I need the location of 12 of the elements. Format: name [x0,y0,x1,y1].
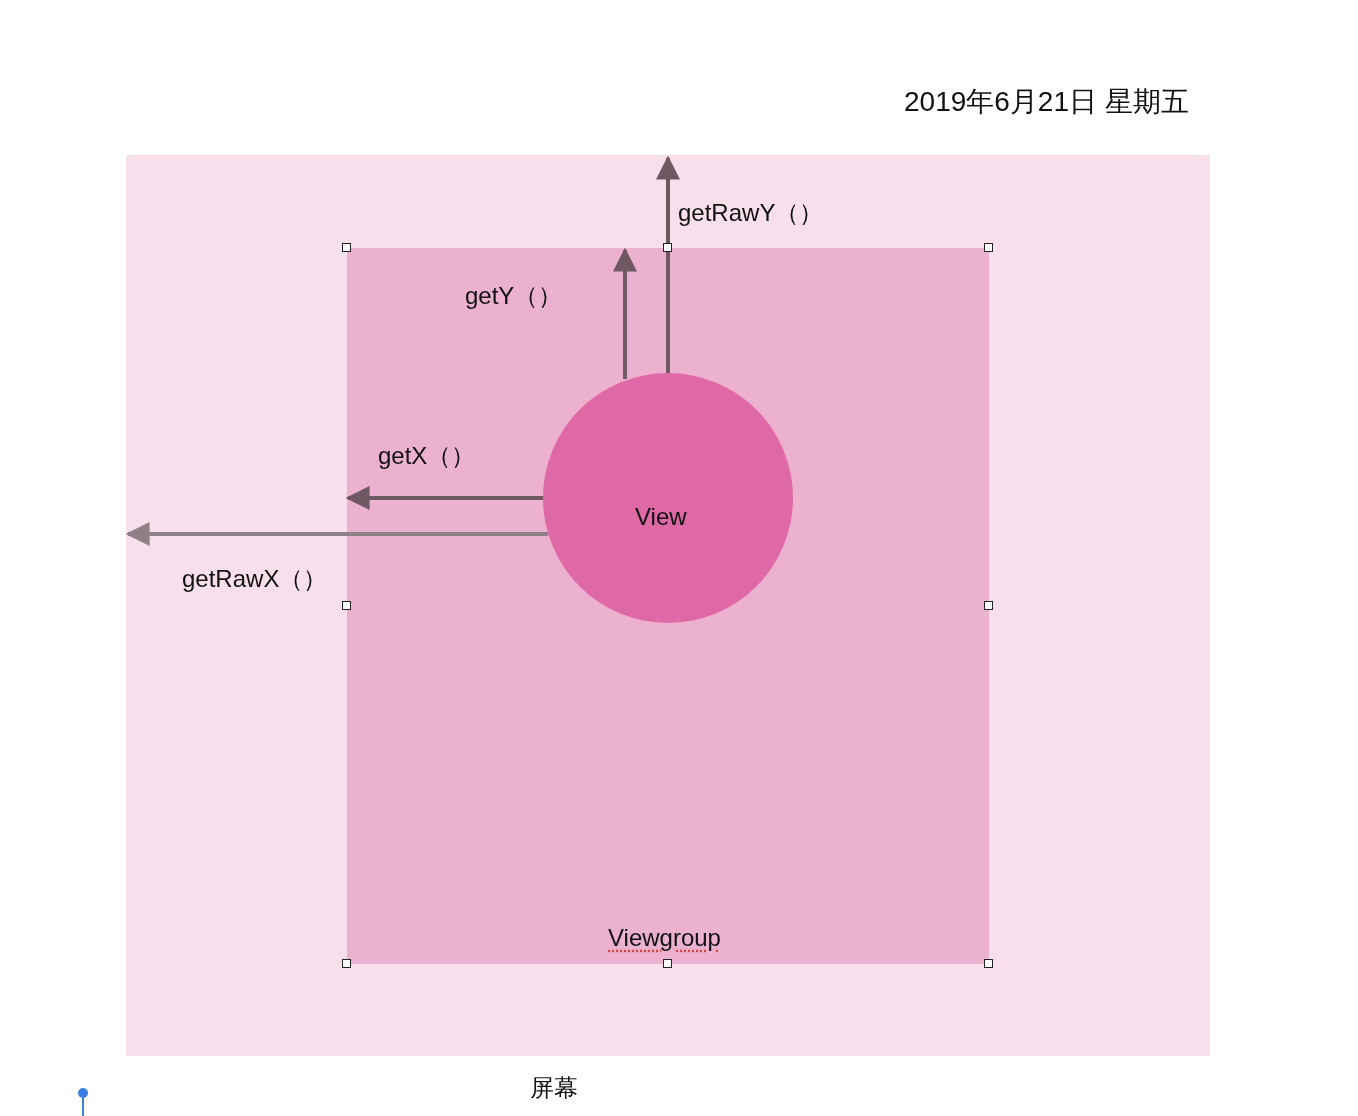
edge-label: getX（） [378,441,476,471]
viewgroup-label: Viewgroup [608,924,721,952]
arrow [345,486,543,510]
arrow [656,155,680,373]
arrow [125,522,548,546]
date-label: 2019年6月21日 星期五 [904,85,1189,119]
view-label: View [635,503,687,531]
edge-label: getRawX（） [182,564,328,594]
screen-label: 屏幕 [530,1073,578,1103]
edge-label: getY（） [465,281,563,311]
arrow [613,247,637,379]
edge-label: getRawY（） [678,198,824,228]
